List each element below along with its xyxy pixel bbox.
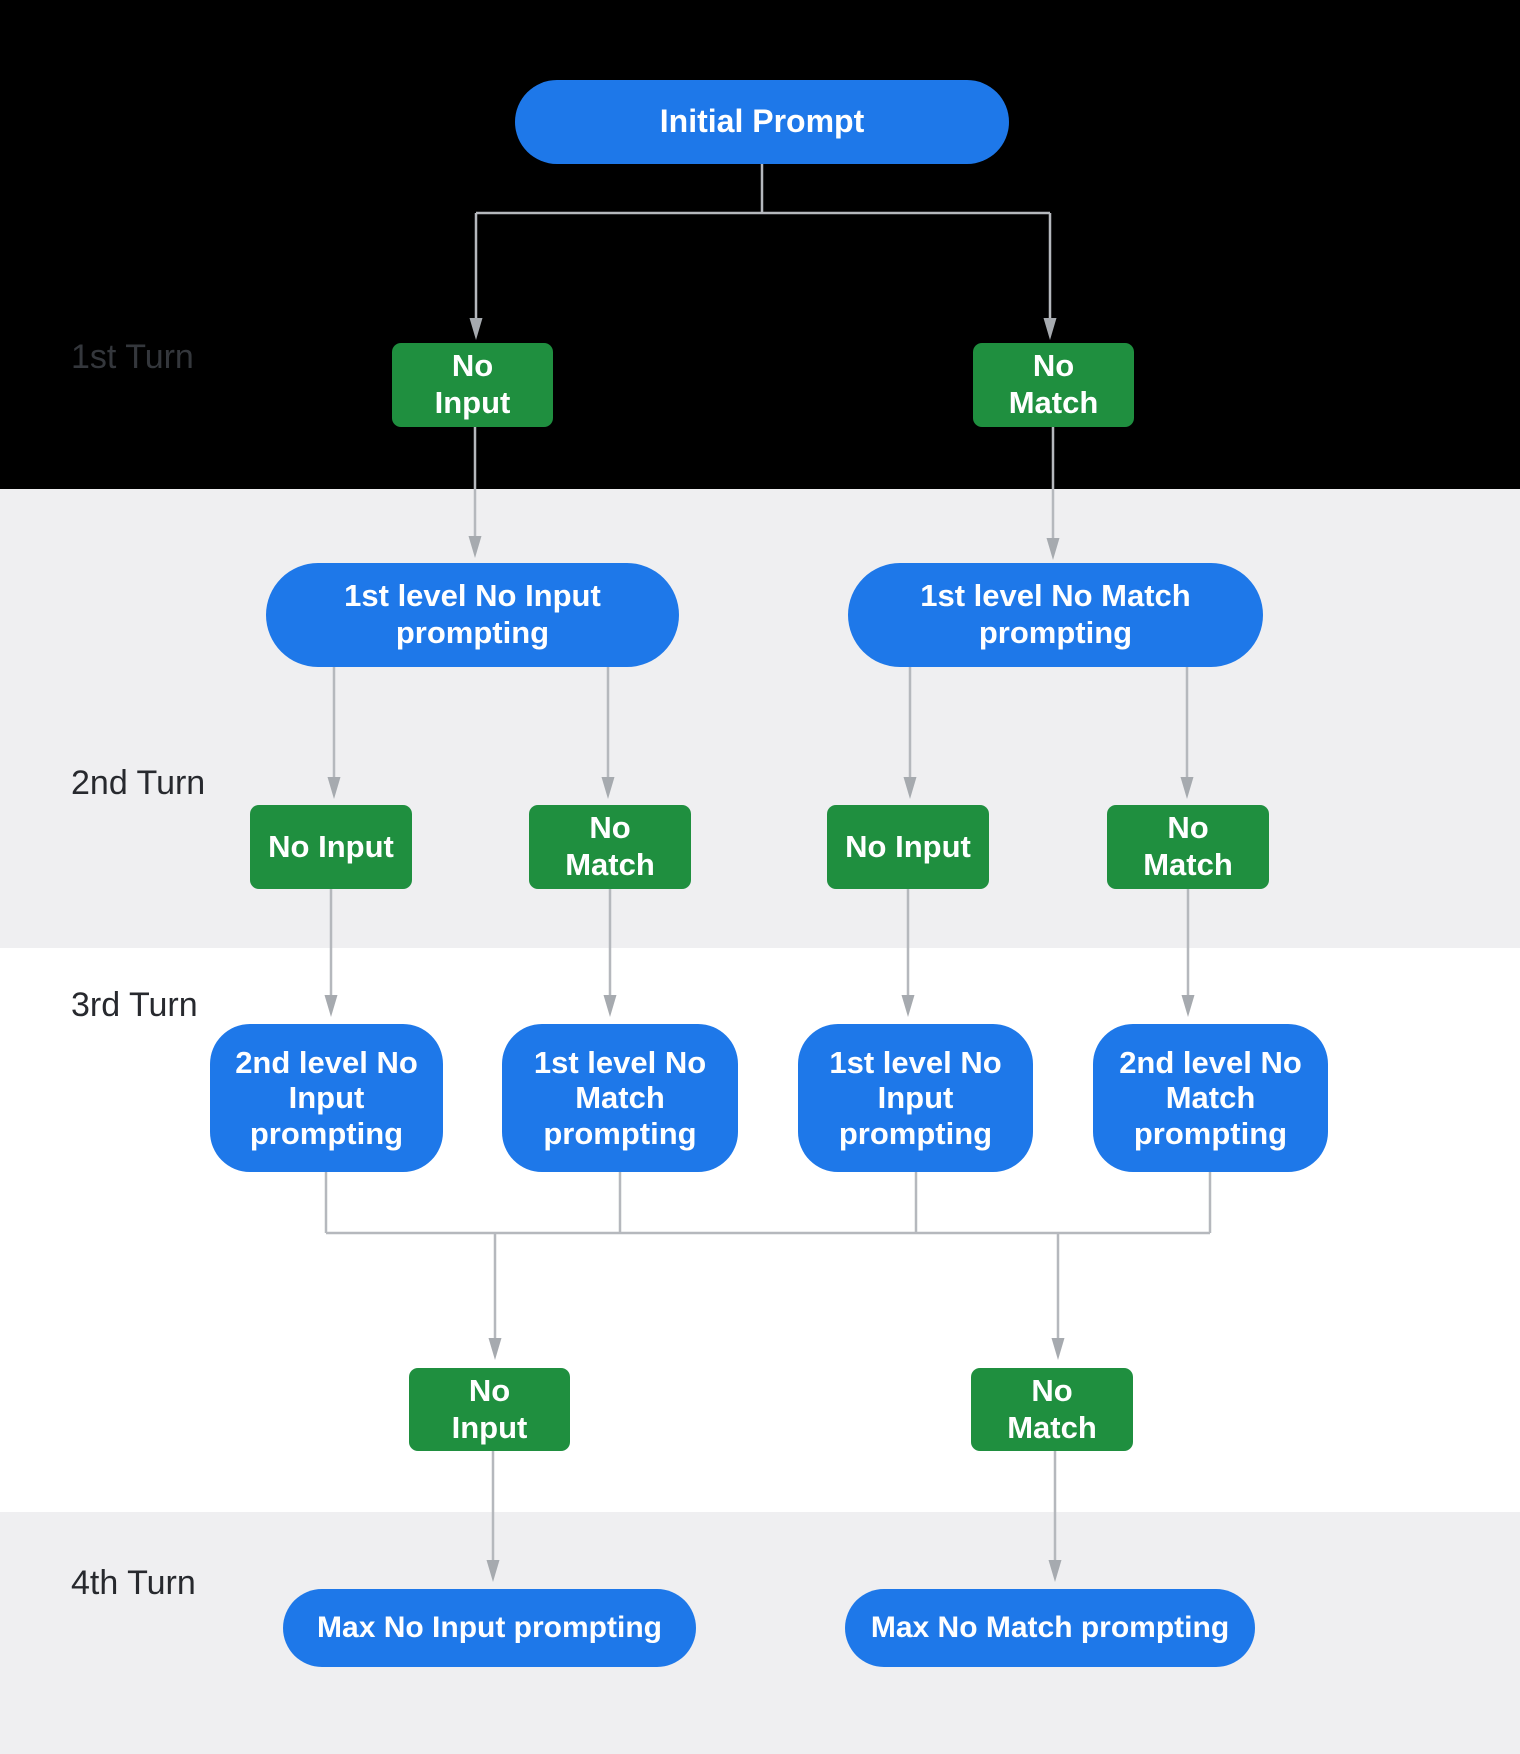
initial-prompt-node: Initial Prompt xyxy=(515,80,1009,164)
turn3-no-match-node: No Match xyxy=(971,1368,1133,1451)
turn4-max-no-input-node: Max No Input prompting xyxy=(283,1589,696,1667)
turn2-no-match-prompt-node: 1st level No Match prompting xyxy=(848,563,1263,667)
turn-label-3: 3rd Turn xyxy=(71,986,198,1024)
turn4-background-band xyxy=(0,1512,1520,1754)
turn-label-4: 4th Turn xyxy=(71,1564,196,1602)
turn1-no-match-node: No Match xyxy=(973,343,1134,427)
turn2-right-no-input-node: No Input xyxy=(827,805,989,889)
turn3-2nd-level-no-match-node: 2nd level No Match prompting xyxy=(1093,1024,1328,1172)
turn-label-2: 2nd Turn xyxy=(71,764,206,802)
turn-label-1: 1st Turn xyxy=(71,338,194,376)
turn2-left-no-input-node: No Input xyxy=(250,805,412,889)
turn3-no-input-node: No Input xyxy=(409,1368,570,1451)
turn2-right-no-match-node: No Match xyxy=(1107,805,1269,889)
turn1-no-input-node: No Input xyxy=(392,343,553,427)
turn3-1st-level-no-match-node: 1st level No Match prompting xyxy=(502,1024,738,1172)
turn3-1st-level-no-input-node: 1st level No Input prompting xyxy=(798,1024,1033,1172)
turn3-2nd-level-no-input-node: 2nd level No Input prompting xyxy=(210,1024,443,1172)
turn2-no-input-prompt-node: 1st level No Input prompting xyxy=(266,563,679,667)
turn4-max-no-match-node: Max No Match prompting xyxy=(845,1589,1255,1667)
turn2-left-no-match-node: No Match xyxy=(529,805,691,889)
